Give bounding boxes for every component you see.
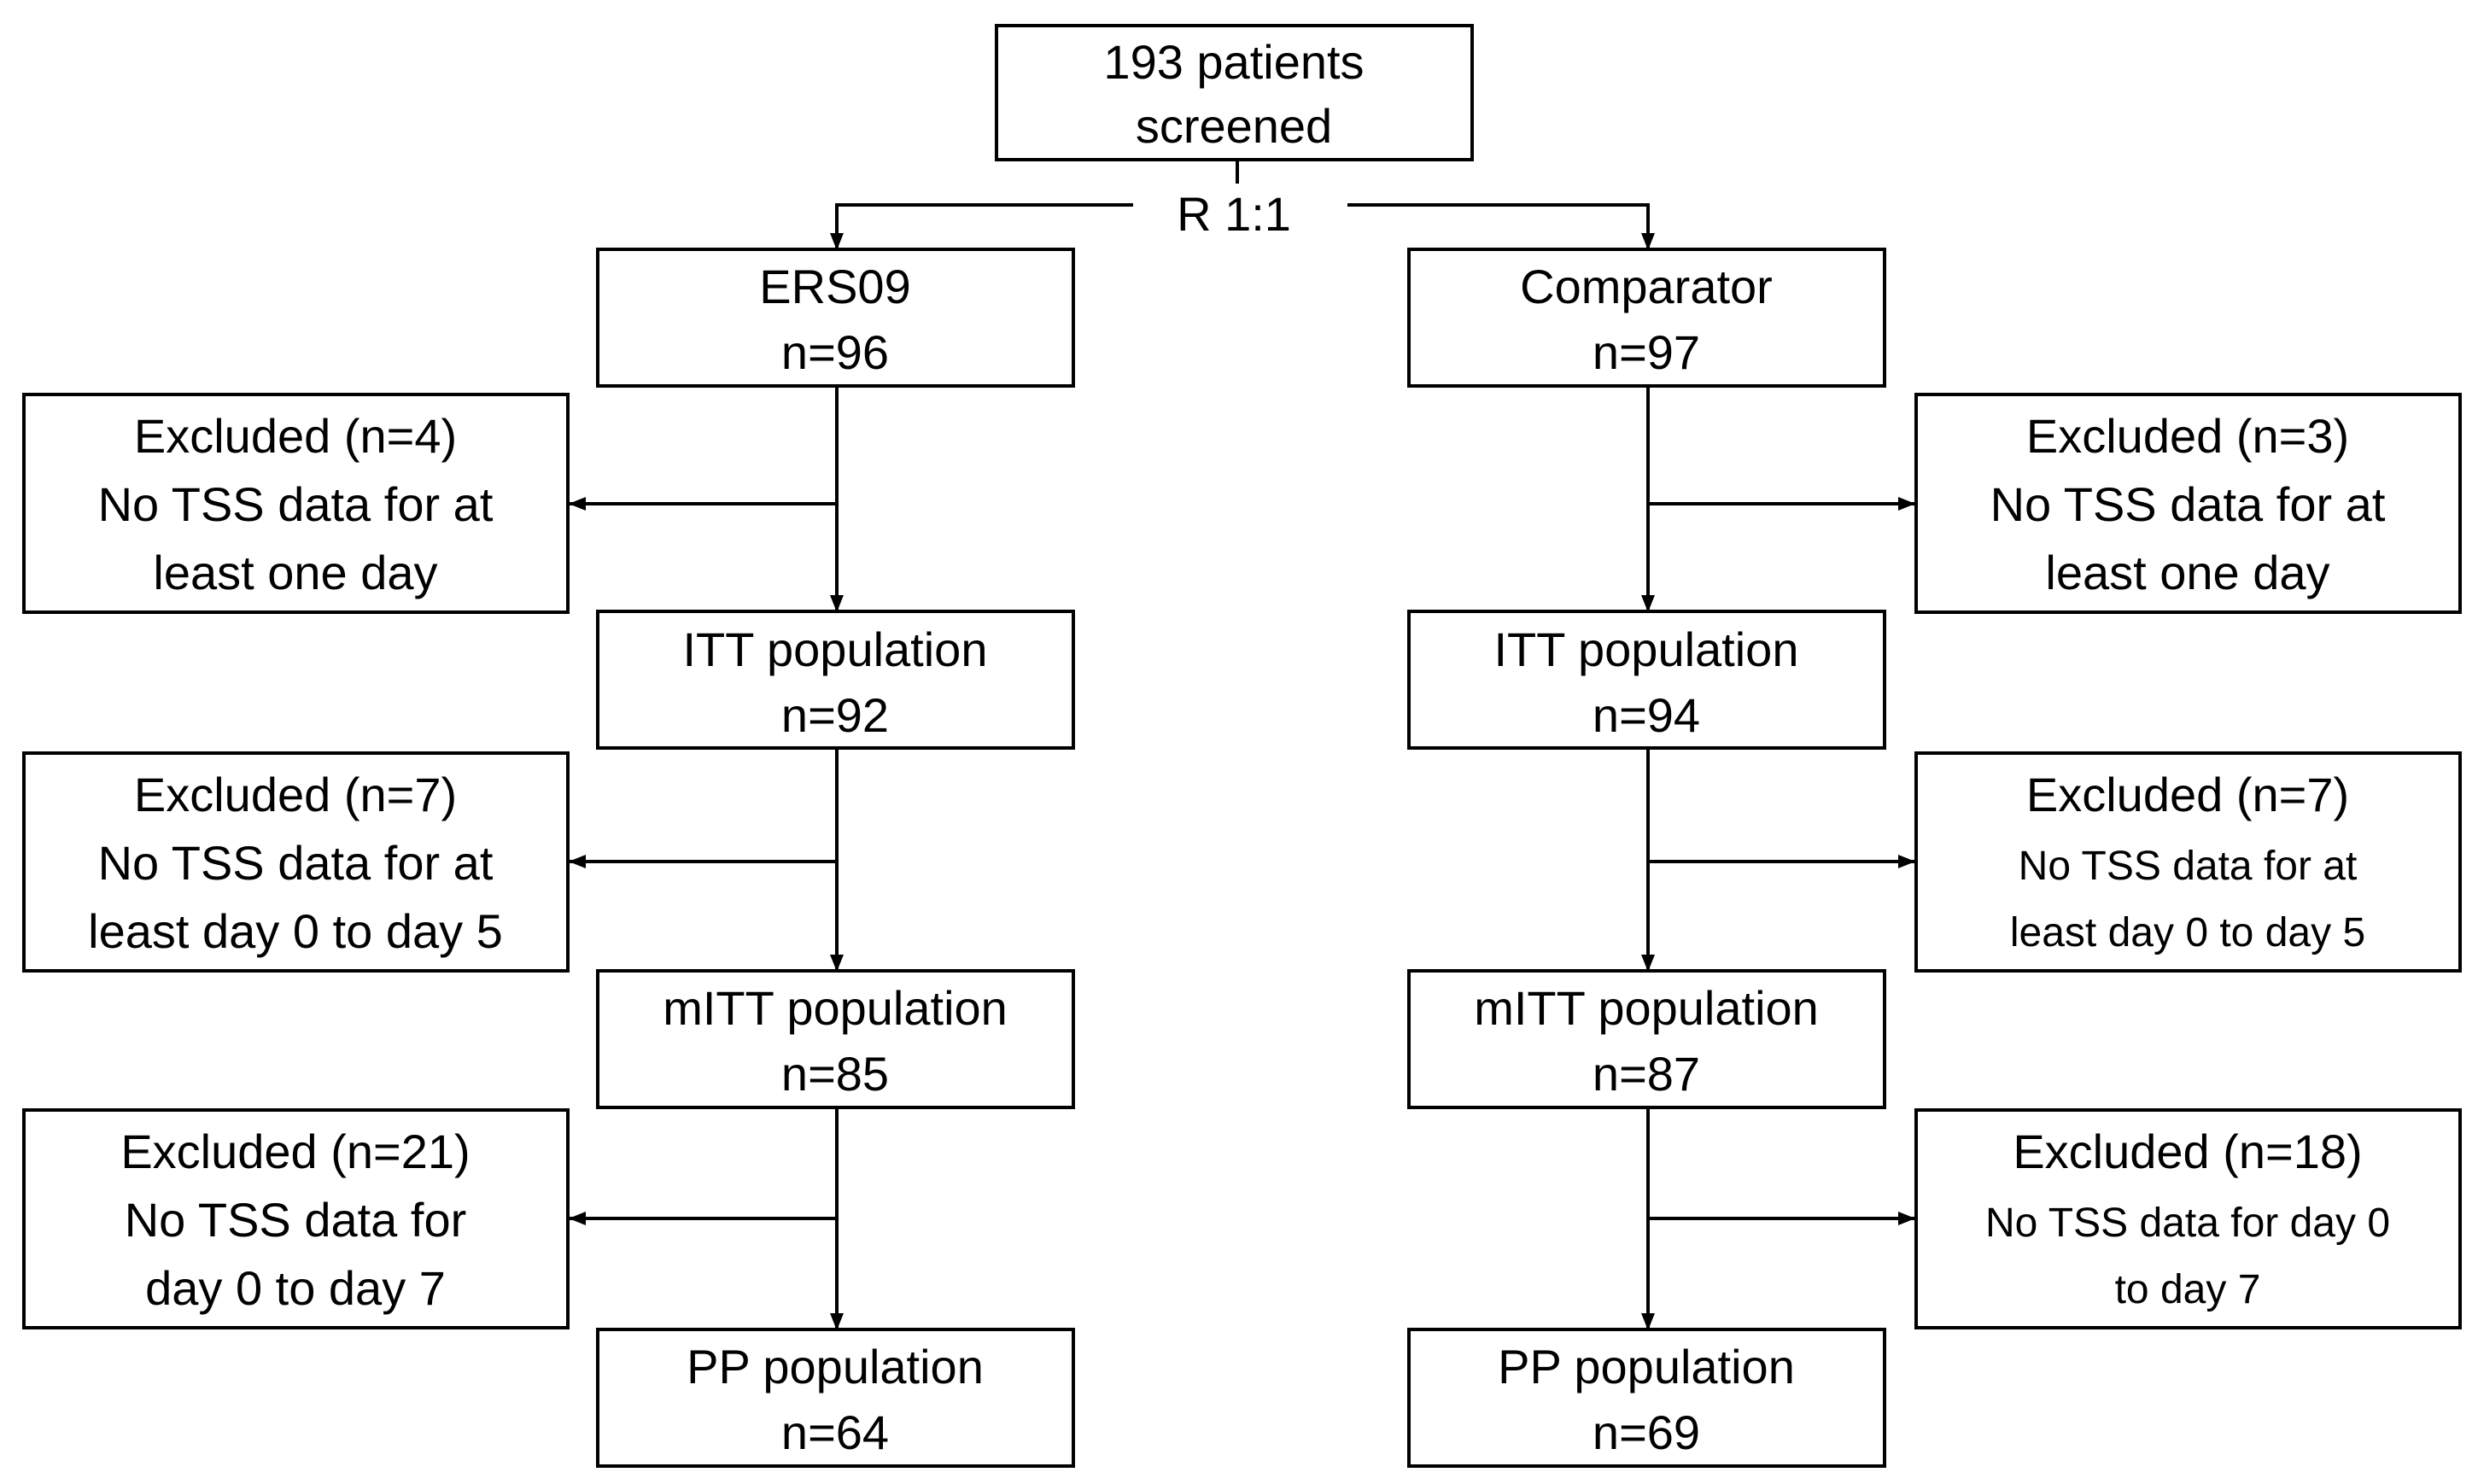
- comparator-exclusion-3-line2: No TSS data for day 0: [1985, 1201, 2390, 1246]
- ers09-mitt-box: mITT population n=85: [596, 969, 1075, 1109]
- comparator-mitt-title: mITT population: [1474, 981, 1819, 1035]
- ers09-exclusion-3-title: Excluded (n=21): [120, 1125, 470, 1178]
- random-to-ers09-arrow: [830, 203, 1133, 250]
- comparator-pp-n: n=69: [1593, 1405, 1700, 1459]
- comparator-exclusion-box-3: Excluded (n=18) No TSS data for day 0 to…: [1914, 1108, 2462, 1329]
- comparator-pp-box: PP population n=69: [1407, 1328, 1886, 1468]
- ers09-exclusion-3-line2: No TSS data for: [125, 1193, 467, 1247]
- comparator-exclusion-3-title: Excluded (n=18): [2013, 1125, 2362, 1178]
- ers09-mitt-n: n=85: [781, 1047, 889, 1101]
- ers09-exclusion-box-3: Excluded (n=21) No TSS data for day 0 to…: [22, 1108, 570, 1329]
- ers09-arm-n: n=96: [781, 325, 889, 379]
- comparator-arm-box: Comparator n=97: [1407, 248, 1886, 388]
- comparator-exclusion-2-title: Excluded (n=7): [2026, 768, 2349, 821]
- randomization-label: R 1:1: [1177, 187, 1291, 241]
- comparator-itt-box: ITT population n=94: [1407, 610, 1886, 750]
- comparator-exclusion-1-title: Excluded (n=3): [2026, 409, 2349, 463]
- ers09-arm-box: ERS09 n=96: [596, 248, 1075, 388]
- screening-count-text: 193 patients: [1103, 35, 1364, 89]
- ers09-exclusion-box-2: Excluded (n=7) No TSS data for at least …: [22, 751, 570, 973]
- screening-box: 193 patients screened: [995, 24, 1474, 161]
- comparator-exclusion-3-line3: to day 7: [2115, 1267, 2261, 1312]
- comparator-exclusion-2-line3: least day 0 to day 5: [2010, 910, 2365, 955]
- comparator-exclusion-1-line2: No TSS data for at: [1990, 477, 2386, 531]
- comparator-exclusion-box-2: Excluded (n=7) No TSS data for at least …: [1914, 751, 2462, 973]
- ers09-itt-title: ITT population: [683, 622, 988, 676]
- ers09-pp-box: PP population n=64: [596, 1328, 1075, 1468]
- ers09-itt-n: n=92: [781, 688, 889, 742]
- comparator-arm-name: Comparator: [1520, 260, 1773, 313]
- comparator-exclusion-2-line2: No TSS data for at: [2019, 844, 2358, 889]
- ers09-exclusion-box-1: Excluded (n=4) No TSS data for at least …: [22, 393, 570, 614]
- ers09-pp-n: n=64: [781, 1405, 889, 1459]
- ers09-exclusion-2-line3: least day 0 to day 5: [88, 904, 503, 958]
- ers09-pp-title: PP population: [687, 1340, 984, 1393]
- comparator-arm-n: n=97: [1593, 325, 1700, 379]
- ers09-exclusion-1-line3: least one day: [153, 546, 437, 599]
- comparator-exclusion-box-1: Excluded (n=3) No TSS data for at least …: [1914, 393, 2462, 614]
- comparator-itt-title: ITT population: [1494, 622, 1799, 676]
- comparator-itt-n: n=94: [1593, 688, 1700, 742]
- ers09-itt-box: ITT population n=92: [596, 610, 1075, 750]
- comparator-mitt-box: mITT population n=87: [1407, 969, 1886, 1109]
- ers09-arm-name: ERS09: [759, 260, 910, 313]
- comparator-exclusion-1-line3: least one day: [2045, 546, 2329, 599]
- ers09-exclusion-2-line2: No TSS data for at: [98, 836, 494, 890]
- connectors: [569, 160, 1915, 1330]
- ers09-exclusion-3-line3: day 0 to day 7: [145, 1261, 446, 1315]
- comparator-mitt-n: n=87: [1593, 1047, 1700, 1101]
- ers09-mitt-title: mITT population: [663, 981, 1008, 1035]
- ers09-exclusion-1-title: Excluded (n=4): [134, 409, 457, 463]
- comparator-pp-title: PP population: [1498, 1340, 1795, 1393]
- ers09-exclusion-1-line2: No TSS data for at: [98, 477, 494, 531]
- random-to-comparator-arrow: [1347, 203, 1655, 250]
- screening-label-text: screened: [1136, 99, 1332, 153]
- ers09-exclusion-2-title: Excluded (n=7): [134, 768, 457, 821]
